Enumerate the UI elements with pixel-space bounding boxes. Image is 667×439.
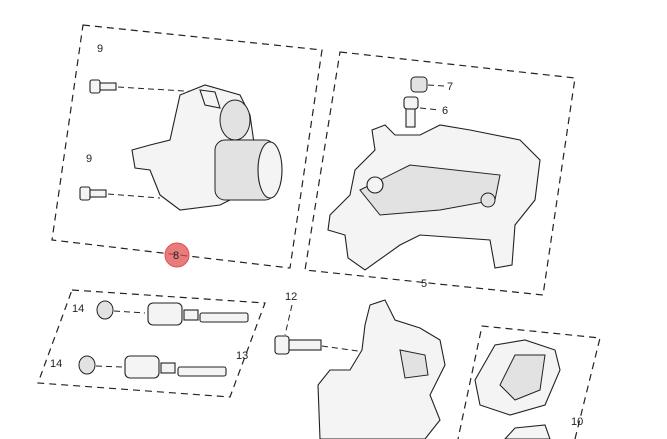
callout-14-top: 14 [72,303,84,315]
callout-12: 12 [285,291,297,303]
callout-14-bottom: 14 [50,358,62,370]
bleed-screw-part [403,96,441,128]
callout-5: 5 [421,278,427,290]
guide-kit-bottom-parts [78,355,227,379]
pads-group-box [457,325,601,439]
callout-7: 7 [447,81,453,93]
callout-8-highlight[interactable]: 8 [164,242,190,268]
motor-part [131,84,283,211]
brake-pads-part [474,339,561,439]
callout-6: 6 [442,105,448,117]
callout-8: 8 [173,250,179,262]
screw-bottom-part [79,186,161,201]
screw-top-part [89,79,201,94]
callout-9-bottom: 9 [86,153,92,165]
guide-kit-top-parts [96,300,249,326]
carrier-bracket-part [317,299,446,439]
guide-kit-group-box [37,289,266,398]
bleed-cap-part [410,76,446,93]
callout-13: 13 [236,350,248,362]
caliper-housing-part [327,124,541,271]
callout-9-top: 9 [97,43,103,55]
callout-10: 10 [571,416,583,428]
motor-group-box [51,24,323,269]
bolt-part [274,304,366,355]
caliper-group-box [304,51,576,296]
